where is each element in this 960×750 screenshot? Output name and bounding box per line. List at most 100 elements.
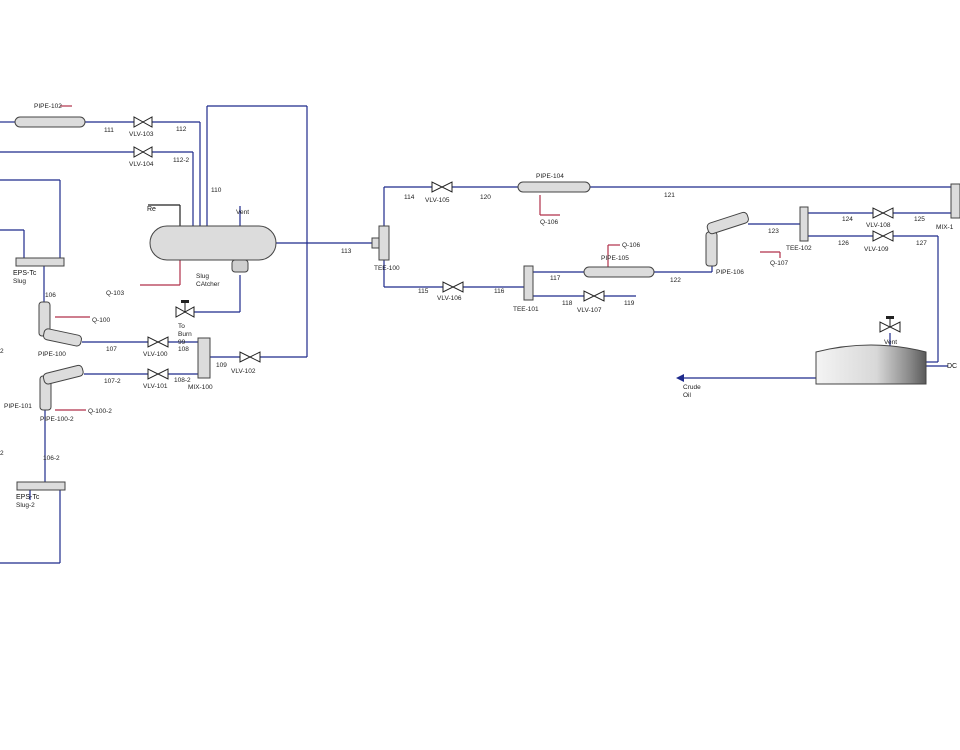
label-oil: Oil	[683, 392, 692, 399]
label-107-2: 107-2	[104, 378, 121, 385]
tank-vent-valve-icon	[879, 316, 901, 333]
eps-slug-catcher-icon	[15, 257, 65, 267]
label-q-100-2: Q-100-2	[88, 408, 112, 415]
label-crude: Crude	[683, 384, 701, 391]
valve-vlv-101-icon	[147, 368, 169, 380]
label-vent-tank: Vent	[884, 339, 897, 346]
pipe-104-icon	[517, 181, 591, 193]
label-vlv-105: VLV-105	[425, 197, 450, 204]
label-vlv-102: VLV-102	[231, 368, 256, 375]
label-mix-1: MIX-1	[936, 224, 954, 231]
label-eps-bottom: EPS-Tc	[16, 494, 40, 501]
crude-oil-arrow-icon	[676, 374, 684, 382]
tee-100-icon	[371, 225, 390, 261]
label-114: 114	[404, 194, 415, 201]
label-117: 117	[550, 275, 561, 282]
label-vlv-107: VLV-107	[577, 307, 602, 314]
left-labels: PIPE-102 111 VLV-103 112 VLV-104 112-2 1…	[0, 103, 256, 509]
valve-vlv-109-icon	[872, 230, 894, 242]
label-127: 127	[916, 240, 927, 247]
label-vlv-109: VLV-109	[864, 246, 889, 253]
label-q-103: Q-103	[106, 290, 124, 297]
label-q-106-a: Q-106	[540, 219, 558, 226]
valve-vlv-108-icon	[872, 207, 894, 219]
label-re: Re	[147, 206, 156, 213]
label-122: 122	[670, 277, 681, 284]
label-mix-100: MIX-100	[188, 384, 213, 391]
label-left-edge-2a: 2	[0, 348, 4, 355]
label-112-2: 112-2	[173, 157, 190, 164]
label-119: 119	[624, 300, 635, 307]
valve-vlv-100-icon	[147, 336, 169, 348]
valve-vlv-104-icon	[133, 146, 153, 158]
slug-catcher-vessel-icon	[149, 225, 277, 273]
label-pipe-100: PIPE-100	[38, 351, 66, 358]
label-126: 126	[838, 240, 849, 247]
left-stream-lines	[0, 105, 372, 564]
eps-slug-catcher-2-icon	[16, 481, 66, 491]
label-109: 109	[216, 362, 227, 369]
label-pipe-106: PIPE-106	[716, 269, 744, 276]
tee-102-icon	[799, 206, 809, 242]
label-121: 121	[664, 192, 675, 199]
right-stream-lines	[383, 186, 960, 379]
label-pipe-100-2: PIPE-100-2	[40, 416, 74, 423]
label-vlv-104: VLV-104	[129, 161, 154, 168]
label-vlv-106: VLV-106	[437, 295, 462, 302]
label-pipe-105: PIPE-105	[601, 255, 629, 262]
label-tee-101: TEE-101	[513, 306, 539, 313]
label-to: To	[178, 323, 185, 330]
label-120: 120	[480, 194, 491, 201]
mixer-mix-100-icon	[197, 337, 211, 379]
label-106: 106	[45, 292, 56, 299]
mixer-mix-1-icon	[950, 183, 960, 219]
label-vlv-103: VLV-103	[129, 131, 154, 138]
label-124: 124	[842, 216, 853, 223]
label-vlv-101: VLV-101	[143, 383, 168, 390]
label-q-106-b: Q-106	[622, 242, 640, 249]
label-108-2: 108-2	[174, 377, 191, 384]
storage-tank-icon	[815, 344, 927, 385]
label-112: 112	[176, 126, 187, 133]
label-113: 113	[341, 248, 352, 255]
label-vlv-100: VLV-100	[143, 351, 168, 358]
label-111: 111	[104, 127, 114, 134]
label-110: 110	[211, 187, 222, 194]
pipe-106-icon	[705, 211, 749, 267]
label-vent-separator: Vent	[236, 209, 249, 216]
label-dc: DC	[947, 363, 957, 370]
label-125: 125	[914, 216, 925, 223]
label-slug-catcher-2: CAtcher	[196, 281, 220, 288]
label-burn: Burn	[178, 331, 192, 338]
label-left-edge-2b: 2	[0, 450, 4, 457]
label-107: 107	[106, 346, 117, 353]
right-energy-lines	[539, 195, 781, 267]
label-pipe-101: PIPE-101	[4, 403, 32, 410]
label-118: 118	[562, 300, 573, 307]
right-labels: 113 TEE-100 114 VLV-105 120 PIPE-104 Q-1…	[341, 173, 957, 399]
valve-vlv-103-icon	[133, 116, 153, 128]
valve-vlv-105-icon	[431, 181, 453, 193]
label-99: 99	[178, 339, 186, 346]
pipe-101-icon	[39, 364, 84, 411]
pipe-100-icon	[38, 301, 82, 347]
label-vlv-108: VLV-108	[866, 222, 891, 229]
label-tee-102: TEE-102	[786, 245, 812, 252]
tee-101-icon	[523, 265, 534, 301]
label-eps-bottom-slug: Slug-2	[16, 502, 35, 509]
valve-vlv-106-icon	[442, 281, 464, 293]
valve-to-burn-icon	[175, 300, 195, 318]
label-108: 108	[178, 346, 189, 353]
label-q-100: Q-100	[92, 317, 110, 324]
label-115: 115	[418, 288, 429, 295]
valve-vlv-107-icon	[583, 290, 605, 302]
pipe-102-icon	[14, 116, 86, 128]
label-pipe-top: PIPE-102	[34, 103, 62, 110]
label-tee-100: TEE-100	[374, 265, 400, 272]
label-slug-catcher-1: Slug	[196, 273, 209, 280]
label-123: 123	[768, 228, 779, 235]
label-116: 116	[494, 288, 505, 295]
left-energy-lines	[55, 105, 181, 411]
pipe-105-icon	[583, 266, 655, 278]
